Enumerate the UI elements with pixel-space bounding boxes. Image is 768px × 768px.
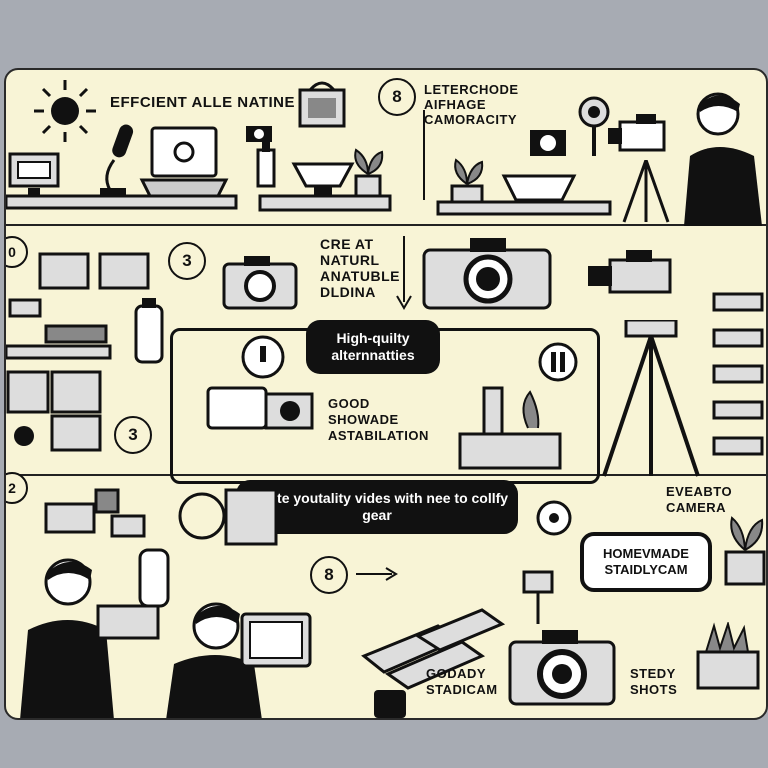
stabilizer-icon bbox=[566, 90, 626, 160]
rig-icon bbox=[42, 484, 152, 554]
person-icon-3 bbox=[158, 594, 278, 718]
band-divider-1 bbox=[6, 224, 766, 226]
bowl-icon-2 bbox=[500, 170, 580, 210]
tripod-icon-2 bbox=[596, 320, 706, 480]
banner-create: Create youtality vides with nee to collf… bbox=[236, 480, 518, 534]
step-number-bottom-center: 8 bbox=[310, 556, 348, 594]
tablet-icon bbox=[206, 380, 316, 450]
bottle-icon bbox=[254, 140, 278, 190]
label-steady: STEDY SHOTS bbox=[630, 666, 678, 697]
video-camera-icon bbox=[606, 112, 682, 162]
pause-icon bbox=[536, 340, 580, 384]
plant-icon-3 bbox=[720, 510, 766, 590]
infographic-board: EFFCIENT ALLE NATINE bbox=[4, 68, 768, 720]
gimbal-icon bbox=[134, 540, 174, 620]
laptop-icon bbox=[138, 124, 230, 204]
label-efficient: EFFCIENT ALLE NATINE bbox=[110, 94, 295, 111]
label-natural: CRE AT NATURL ANATUBLE DLDINA bbox=[320, 236, 400, 300]
sun-icon bbox=[30, 76, 100, 146]
label-godady: GODADY STADICAM bbox=[426, 666, 498, 697]
label-letterchode: LETERCHODE AIFHAGE CAMORACITY bbox=[424, 82, 519, 127]
bottle-icon-2 bbox=[132, 296, 166, 366]
person-icon-2 bbox=[6, 530, 166, 718]
desk-right bbox=[436, 200, 616, 220]
bowl-icon bbox=[288, 150, 358, 200]
arrow-icon-2 bbox=[394, 236, 414, 316]
ladder-shelf-icon bbox=[710, 290, 766, 470]
pipe-rails-icon bbox=[358, 596, 508, 690]
desk-middle bbox=[258, 194, 398, 224]
step-number-top: 8 bbox=[378, 78, 416, 116]
planter-icon bbox=[458, 382, 568, 472]
jar-icon bbox=[370, 686, 410, 718]
tablet-icon-2 bbox=[238, 610, 318, 674]
band-divider-2 bbox=[6, 474, 766, 476]
lightbulb-icon bbox=[238, 332, 288, 382]
video-camera-icon-2 bbox=[586, 246, 686, 306]
planter-icon-2 bbox=[694, 622, 764, 692]
keyboard-desk-icon bbox=[6, 296, 116, 366]
person-icon bbox=[670, 86, 766, 226]
tripod-icon bbox=[616, 160, 676, 224]
plant-icon bbox=[346, 144, 390, 204]
cube-stabilizer-icon bbox=[178, 482, 288, 552]
monitor-row-icon bbox=[36, 250, 156, 296]
step-number-edge-upper: 0 bbox=[6, 236, 28, 268]
microphone-icon bbox=[94, 120, 140, 200]
camera-icon-4 bbox=[418, 236, 558, 312]
arrow-icon bbox=[414, 110, 434, 210]
plant-icon-2 bbox=[442, 156, 492, 216]
lamp-icon bbox=[286, 80, 356, 140]
desk-left bbox=[6, 194, 246, 214]
target-icon bbox=[534, 498, 574, 538]
boxes-left-icon bbox=[6, 370, 106, 454]
camera-icon bbox=[244, 120, 274, 144]
camera-icon-2 bbox=[528, 124, 568, 160]
label-eveabto: EVEABTO CAMERA bbox=[666, 484, 733, 515]
banner-homemade: HOMEVMADE STAIDLYCAM bbox=[580, 532, 712, 592]
camera-icon-3 bbox=[220, 252, 300, 312]
camera-icon-5 bbox=[506, 626, 622, 710]
step-number-lower-left: 3 bbox=[114, 416, 152, 454]
step-number-edge-lower: 2 bbox=[6, 472, 28, 504]
step-number-mid-left: 3 bbox=[168, 242, 206, 280]
camera-on-stick-icon bbox=[518, 566, 558, 626]
computer-monitor-icon bbox=[6, 150, 66, 200]
label-good-showmade: GOOD SHOWADE ASTABILATION bbox=[328, 396, 429, 443]
arrow-right-icon bbox=[356, 566, 400, 582]
banner-high-quality: High-quilty alternnatties bbox=[306, 320, 440, 374]
